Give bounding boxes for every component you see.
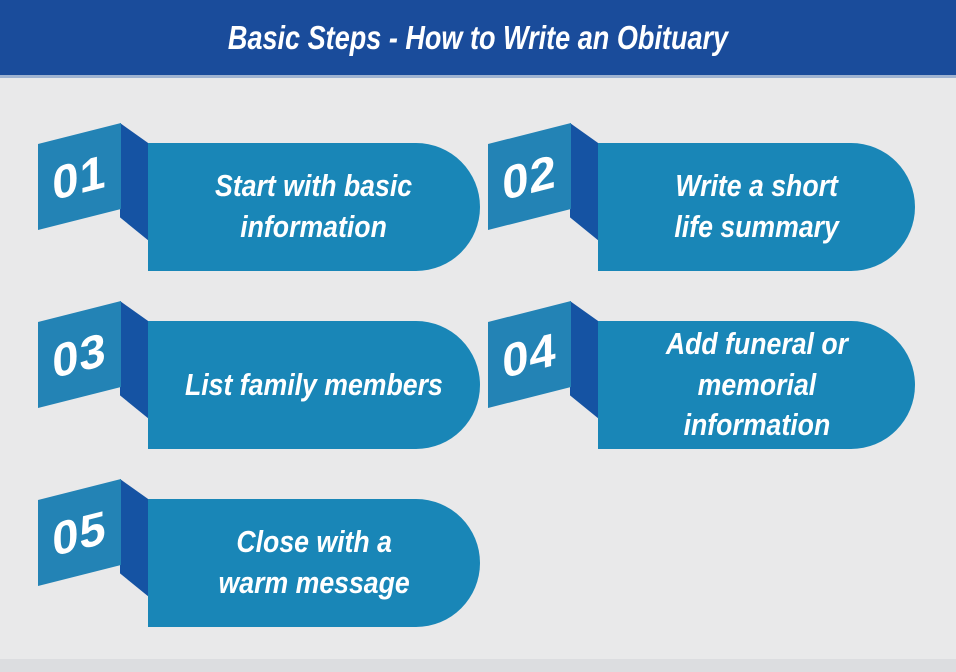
ribbon-fold: [570, 301, 599, 419]
ribbon-fold: [120, 123, 149, 241]
step-label: List family members: [185, 366, 443, 402]
step-number-flag: 05: [38, 478, 121, 586]
step-number: 01: [52, 143, 107, 210]
step-2: Write a short life summary 02: [488, 122, 956, 282]
page-title: Basic Steps - How to Write an Obituary: [227, 18, 729, 56]
step-number: 04: [502, 321, 557, 388]
step-4: Add funeral or memorial information 04: [488, 300, 956, 460]
step-number-flag: 02: [488, 122, 571, 230]
step-3: List family members 03: [38, 300, 508, 460]
step-label: Start with basic information: [215, 168, 413, 244]
ribbon-fold: [570, 123, 599, 241]
step-banner: List family members: [148, 321, 480, 449]
step-number-flag: 01: [38, 122, 121, 230]
header-bar: Basic Steps - How to Write an Obituary: [0, 0, 956, 78]
step-banner: Close with a warm message: [148, 499, 480, 627]
step-label: Close with a warm message: [218, 524, 410, 600]
ribbon-fold: [120, 301, 149, 419]
step-banner: Start with basic information: [148, 143, 480, 271]
step-number-flag: 04: [488, 300, 571, 408]
step-label: Write a short life summary: [674, 168, 839, 244]
step-banner: Write a short life summary: [598, 143, 915, 271]
step-banner: Add funeral or memorial information: [598, 321, 915, 449]
bottom-edge-strip: [0, 659, 956, 672]
step-5: Close with a warm message 05: [38, 478, 508, 638]
step-number-flag: 03: [38, 300, 121, 408]
step-number: 03: [52, 321, 107, 388]
step-1: Start with basic information 01: [38, 122, 508, 282]
step-number: 02: [502, 143, 557, 210]
step-label: Add funeral or memorial information: [665, 325, 848, 443]
step-number: 05: [52, 499, 107, 566]
ribbon-fold: [120, 479, 149, 597]
